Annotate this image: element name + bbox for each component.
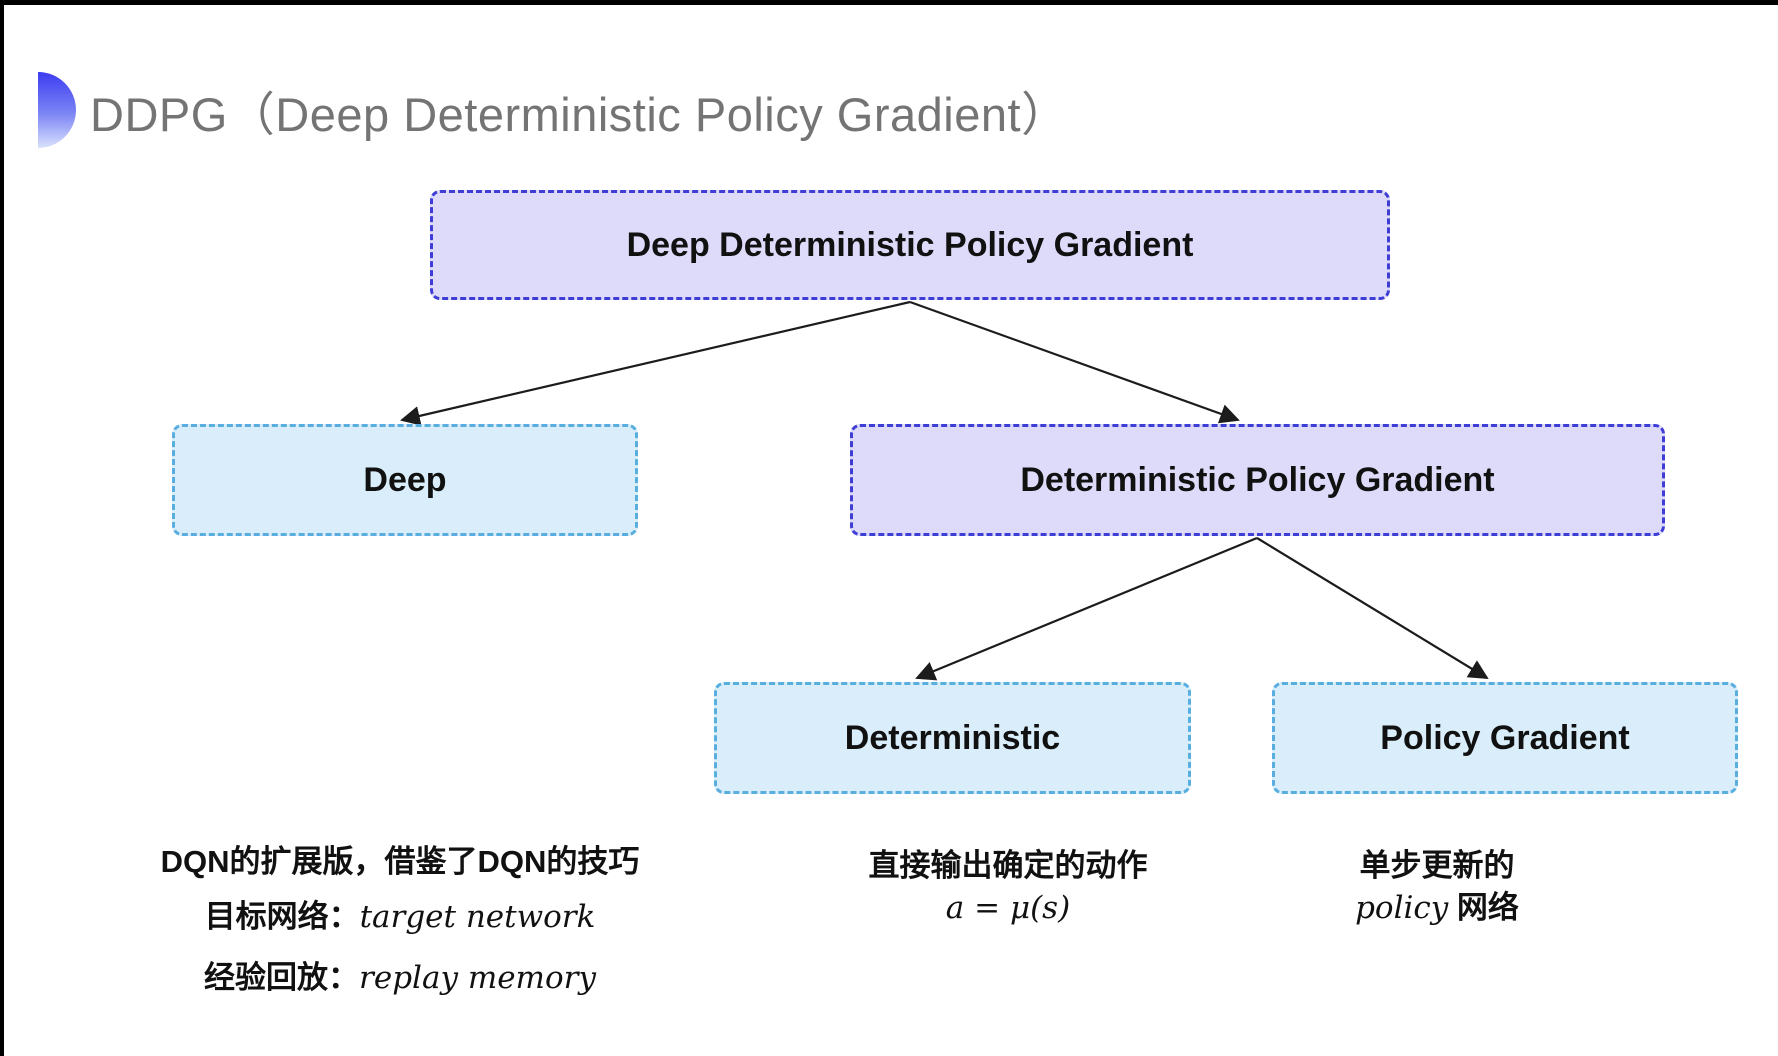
node-deep: Deep: [172, 424, 638, 536]
window-left-border: [0, 0, 4, 1056]
note-policy-line1: 单步更新的: [1359, 848, 1515, 883]
arrow-root-to-dpg: [909, 300, 1240, 424]
node-deep-label: Deep: [363, 460, 447, 499]
note-dqn-line2-label: 目标网络：: [204, 899, 360, 934]
note-policy-line2: policy 网络: [1207, 887, 1667, 935]
window-top-border: [0, 0, 1778, 5]
node-deterministic: Deterministic: [714, 682, 1191, 794]
note-policy: 单步更新的 policy 网络: [1207, 845, 1667, 935]
node-root-label: Deep Deterministic Policy Gradient: [626, 225, 1194, 264]
note-dqn-line2: 目标网络：target network: [120, 889, 680, 950]
node-root: Deep Deterministic Policy Gradient: [430, 190, 1390, 300]
note-dqn-line3: 经验回放：replay memory: [120, 950, 680, 1011]
arrow-dpg-to-policy-gradient: [1256, 537, 1489, 680]
arrow-root-to-deep: [400, 300, 911, 426]
node-dpg-label: Deterministic Policy Gradient: [1020, 460, 1495, 499]
note-dqn-line1: DQN的扩展版，借鉴了DQN的技巧: [160, 844, 640, 879]
note-dqn: DQN的扩展版，借鉴了DQN的技巧 目标网络：target network 经验…: [120, 834, 680, 1011]
note-deterministic-line1: 直接输出确定的动作: [868, 848, 1148, 883]
arrow-dpg-to-deterministic: [915, 536, 1258, 681]
note-policy-line2-suffix: 网络: [1448, 890, 1519, 925]
note-dqn-line2-term: target network: [359, 899, 596, 935]
note-dqn-line3-term: replay memory: [359, 960, 596, 996]
note-deterministic: 直接输出确定的动作 a = μ(s): [778, 845, 1238, 929]
node-policy-gradient: Policy Gradient: [1272, 682, 1738, 794]
note-dqn-line3-label: 经验回放：: [204, 960, 360, 995]
note-policy-line2-term: policy: [1355, 890, 1449, 926]
node-dpg: Deterministic Policy Gradient: [850, 424, 1665, 536]
slide-header: DDPG（Deep Deterministic Policy Gradient）: [38, 72, 1069, 148]
page-title: DDPG（Deep Deterministic Policy Gradient）: [90, 87, 1069, 141]
node-deterministic-label: Deterministic: [844, 718, 1061, 757]
node-policy-gradient-label: Policy Gradient: [1380, 718, 1630, 757]
gradient-semicircle-icon: [38, 72, 76, 148]
note-deterministic-formula: a = μ(s): [945, 890, 1071, 926]
